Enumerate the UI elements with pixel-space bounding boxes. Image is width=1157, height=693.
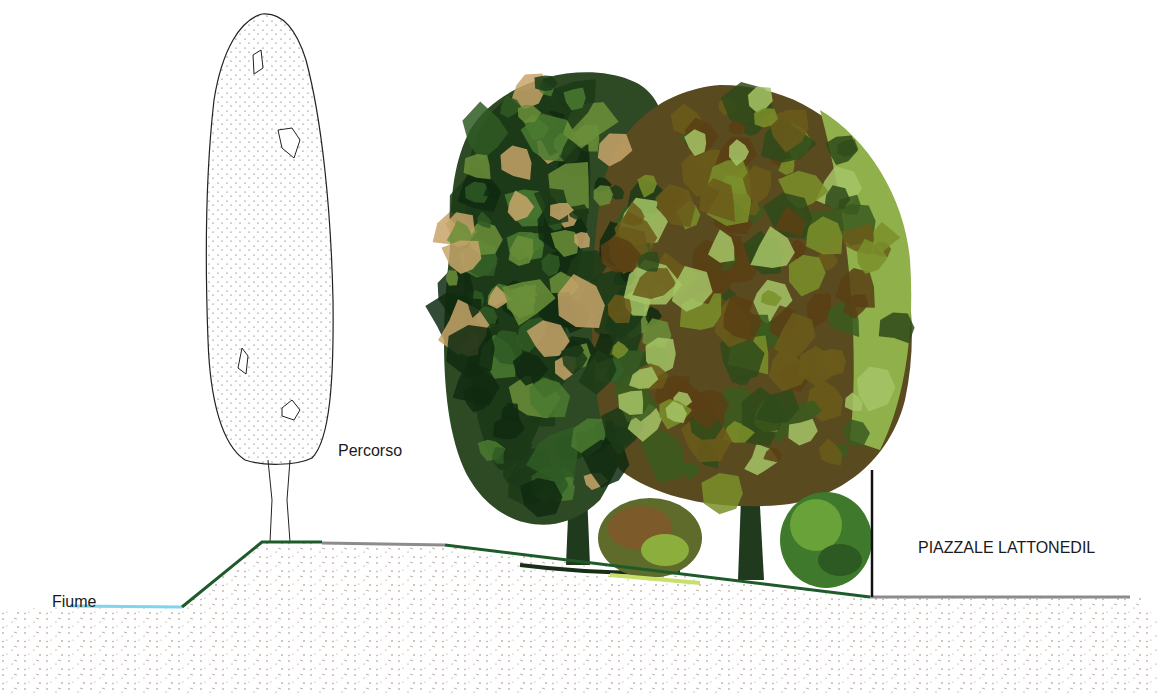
foliage-blob [825,185,850,209]
foliage-blob [724,295,762,342]
foliage-blob [509,235,534,266]
tree-trunks [520,470,764,580]
foliage-blob [857,367,895,412]
foliage-blob [464,154,491,179]
foliage-blob [641,428,685,483]
path-label: Percorso [338,441,402,460]
foliage-blob [685,118,719,158]
foliage-blob [535,76,558,91]
foliage-blob [699,178,735,222]
foliage-blob [526,426,578,477]
foliage-blob [672,266,713,312]
terrain-profile [70,470,1130,607]
foliage-blob [655,184,695,227]
yard-label: PIAZZALE LATTONEDIL [918,538,1095,557]
foliage-blob [684,129,706,156]
foliage-blob [618,391,643,415]
foliage-blob [541,253,560,276]
foliage-blob [622,202,645,226]
foliage-blob [843,419,870,446]
foliage-blob [529,378,570,418]
foliage-blob [441,241,481,275]
foliage-blob [513,351,549,386]
foliage-blob [502,279,555,326]
foliage-blob [843,294,869,319]
foliage-blob [873,222,900,253]
foliage-blob [754,108,778,127]
foliage-blob [806,216,843,254]
tree-crowns [444,72,912,524]
foliage-blob [518,105,542,123]
foliage-blob [598,133,633,166]
foliage-blob [446,270,458,286]
foliage-blob [483,183,499,199]
foliage-blob [554,79,597,129]
shrubs [598,492,872,588]
foliage-blob [750,226,795,268]
foliage-blob [769,346,811,391]
foliage-blob [708,230,735,263]
foliage-blob [755,389,799,423]
foliage-blob [446,325,495,377]
foliage-blob [659,399,692,430]
foliage-blob [601,236,641,273]
foliage-blob [463,385,492,412]
foliage-blob [503,465,521,485]
river-label: Fiume [52,592,96,611]
foliage-blob [823,349,846,377]
foliage-blob [691,390,729,430]
foliage-blob [478,211,492,228]
foliage-blob [763,448,781,463]
foliage-blob [761,290,782,306]
foliage-blob [701,473,743,514]
poplar-tree [206,14,333,542]
foliage-blob [743,165,771,204]
foliage-blob [550,203,574,220]
foliage-blob [558,274,605,328]
foliage-blob [825,136,858,166]
foliage-blob [632,268,676,299]
foliage-blob [574,232,590,249]
foliage-blob [666,401,687,423]
foliage-blob [637,175,657,198]
foliage-blob [612,341,629,359]
foliage-blob [594,185,614,206]
foliage-blob [728,120,746,134]
foliage-blob [492,447,504,464]
foliage-blob [775,207,805,237]
foliage-blob [563,88,585,111]
foliage-blob [493,416,525,440]
foliage-blob [468,299,482,318]
foliage-blob [629,367,658,389]
foliage-blob [788,419,818,446]
foliage-blob [729,139,749,166]
foliage-blob [551,230,579,257]
foliage-blob [501,145,532,180]
foliage-blob [845,392,863,411]
foliage-blob [819,438,843,465]
foliage-blob [789,255,826,297]
foliage-blob [561,345,587,375]
foliage-blob [508,191,535,222]
foliage-blob [638,252,660,272]
foliage-blob [520,478,562,517]
foliage-blob [879,312,915,343]
